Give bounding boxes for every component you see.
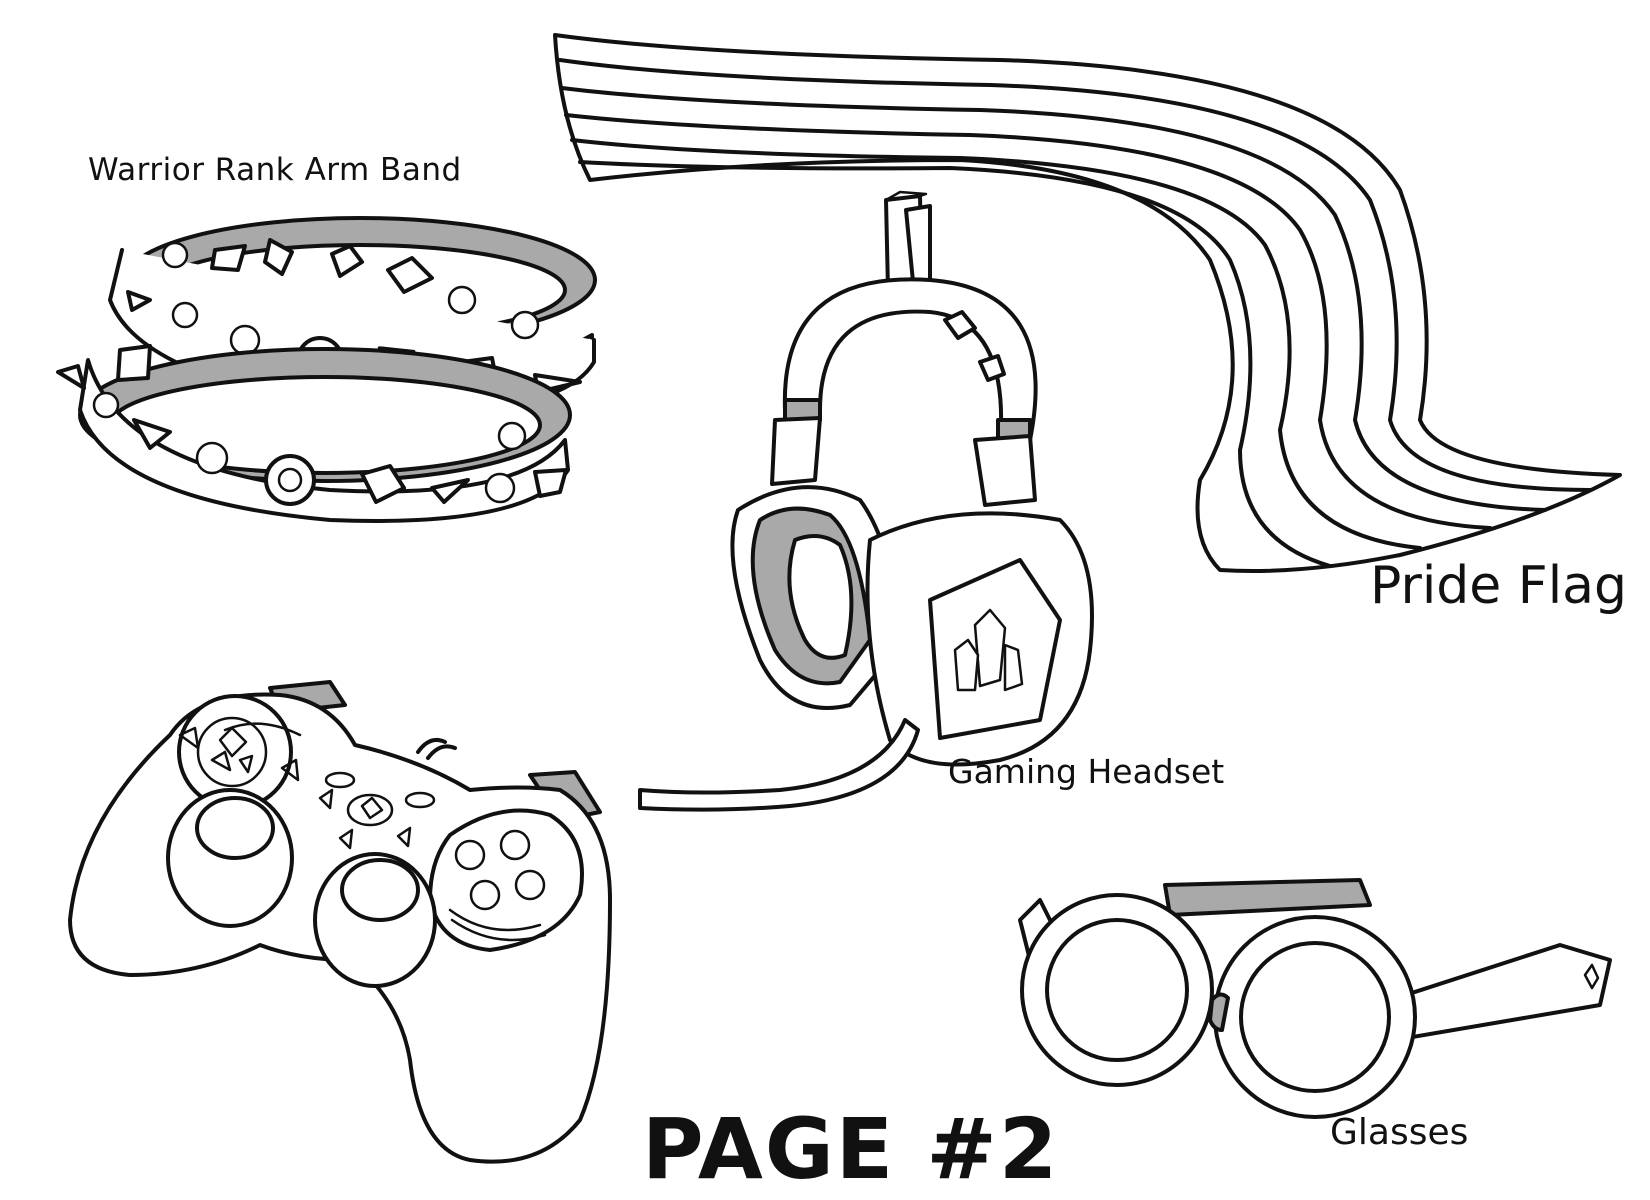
glasses-illustration [1018,878,1612,1119]
gaming-headset-label: Gaming Headset [948,752,1225,791]
pride-flag-illustration [553,33,1622,573]
arm-band-label: Warrior Rank Arm Band [88,152,462,188]
gaming-headset-illustration [638,190,1094,812]
game-controller-illustration [68,680,612,1164]
page-number-label: PAGE #2 [642,1100,1060,1198]
arm-band-lower [56,344,572,523]
pride-flag-label: Pride Flag [1370,556,1628,616]
arm-band-illustration [56,216,597,523]
glasses-label: Glasses [1330,1112,1469,1153]
